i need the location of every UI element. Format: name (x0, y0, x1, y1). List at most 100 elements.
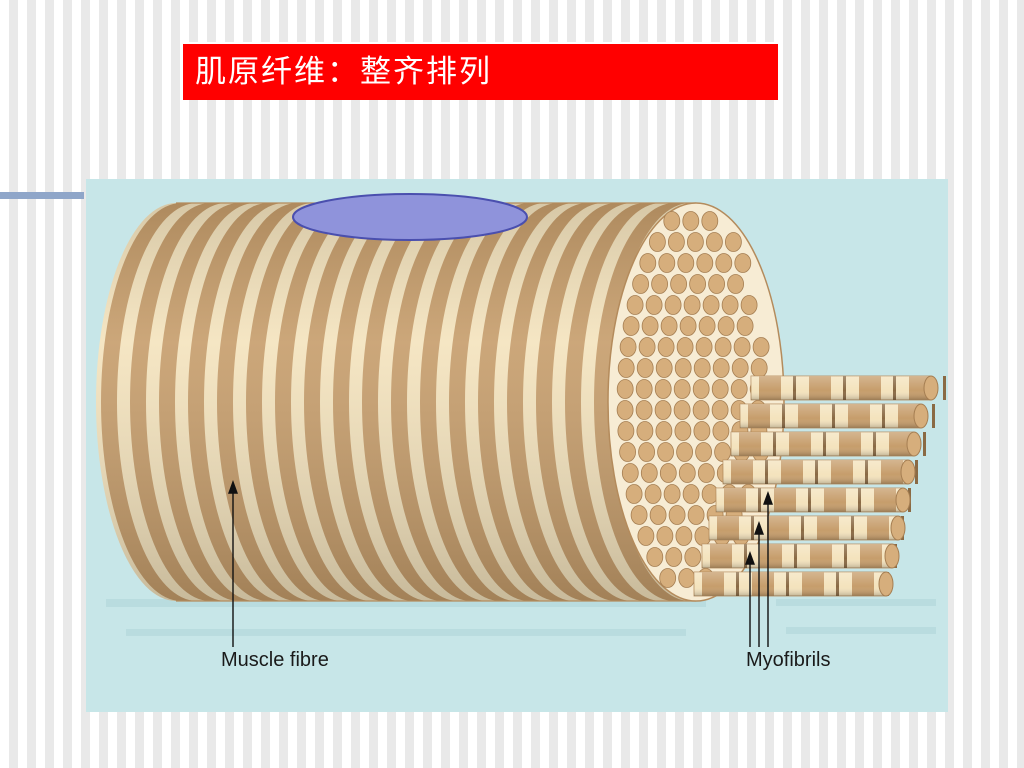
myofibril-end (711, 379, 729, 399)
myofibril-end (626, 295, 644, 315)
myofibril-end (712, 358, 730, 378)
myofibril-end (679, 316, 697, 336)
myofibril-end (727, 274, 744, 294)
myofibril-tube (693, 571, 894, 597)
myofibril-end (654, 400, 672, 420)
myofibril-end (645, 295, 663, 315)
myofibril-end (693, 358, 711, 378)
nucleus-shape (292, 193, 528, 241)
myofibril-end (714, 337, 732, 357)
myofibril-end (702, 295, 720, 315)
myofibril-end (698, 316, 716, 336)
myofibril-end (649, 232, 666, 252)
myofibril-end (668, 232, 685, 252)
myofibril-end (708, 274, 725, 294)
myofibril-end (638, 337, 656, 357)
myofibril-tube (701, 543, 900, 569)
myofibril-end (659, 568, 677, 588)
muscle-fiber-diagram: Muscle fibre Myofibrils (86, 179, 948, 712)
myofibril-end (670, 274, 687, 294)
myofibril-end (714, 442, 731, 462)
myofibril-end (706, 232, 723, 252)
myofibril-end (638, 442, 655, 462)
myofibril-end (736, 316, 754, 336)
myofibril-end (659, 463, 677, 483)
myofibril-end (696, 253, 714, 273)
label-pointers (228, 479, 773, 647)
myofibril-tube (739, 403, 935, 429)
myofibril-end (678, 463, 696, 483)
myofibril-end (616, 379, 634, 399)
myofibril-end (678, 568, 696, 588)
myofibril-end (619, 442, 636, 462)
myofibril-end (636, 358, 654, 378)
myofibril-end (715, 253, 733, 273)
myofibril-end (676, 337, 694, 357)
myofibril-end (622, 316, 640, 336)
myofibril-end (619, 337, 637, 357)
myofibril-end (712, 421, 730, 441)
myofibril-end (656, 526, 674, 546)
myofibril-end (630, 505, 648, 525)
myofibril-end (641, 316, 659, 336)
myofibril-end (683, 295, 701, 315)
myofibril-end (692, 379, 710, 399)
myofibril-end (617, 421, 635, 441)
myofibril-tube (722, 459, 918, 485)
side-accent-rule (0, 192, 84, 199)
protruding-myofibrils (693, 375, 946, 597)
myofibril-end (734, 253, 752, 273)
myofibril-end (663, 211, 681, 231)
myofibril-end (674, 358, 692, 378)
myofibril-end (664, 295, 682, 315)
myofibril-end (731, 358, 749, 378)
myofibril-tube (715, 487, 911, 513)
myofibril-end (625, 484, 643, 504)
myofibril-end (684, 547, 702, 567)
myofibril-end (635, 379, 653, 399)
myofibril-end (682, 211, 700, 231)
myofibril-end (711, 400, 729, 420)
myofibril-end (750, 358, 768, 378)
myofibril-end (654, 379, 672, 399)
myofibril-end (674, 421, 692, 441)
myofibril-end (687, 505, 705, 525)
myofibril-end (621, 463, 639, 483)
muscle-fibre-label: Muscle fibre (221, 649, 329, 671)
myofibril-end (660, 316, 678, 336)
myofibril-end (646, 547, 664, 567)
myofibril-end (682, 484, 700, 504)
myofibril-end (687, 232, 704, 252)
myofibril-end (651, 274, 668, 294)
background-texture (106, 599, 936, 636)
slide-title: 肌原纤维：整齐排列 (195, 54, 492, 90)
myofibril-end (663, 484, 681, 504)
myofibril-end (725, 232, 742, 252)
myofibril-end (657, 442, 674, 462)
myofibril-end (673, 379, 691, 399)
myofibril-end (665, 547, 683, 567)
myofibril-end (635, 400, 653, 420)
myofibril-end (730, 379, 748, 399)
myofibril-end (617, 358, 635, 378)
myofibril-end (695, 442, 712, 462)
myofibril-end (676, 442, 693, 462)
myofibril-cross-section-dots (616, 211, 770, 588)
myofibril-end (694, 526, 712, 546)
myofibril-end (639, 253, 657, 273)
myofibril-end (668, 505, 686, 525)
myofibril-end (657, 337, 675, 357)
diagram-drawing (96, 193, 946, 647)
myofibril-end (677, 253, 695, 273)
myofibril-end (675, 526, 693, 546)
myofibril-end (733, 337, 751, 357)
myofibril-end (721, 295, 739, 315)
myofibrils-label: Myofibrils (746, 649, 831, 671)
myofibril-end (658, 253, 676, 273)
myofibril-end (717, 316, 735, 336)
myofibril-end (636, 421, 654, 441)
myofibril-tube (750, 375, 946, 401)
myofibril-end (740, 295, 758, 315)
myofibril-tube (708, 515, 906, 541)
myofibril-end (632, 274, 649, 294)
